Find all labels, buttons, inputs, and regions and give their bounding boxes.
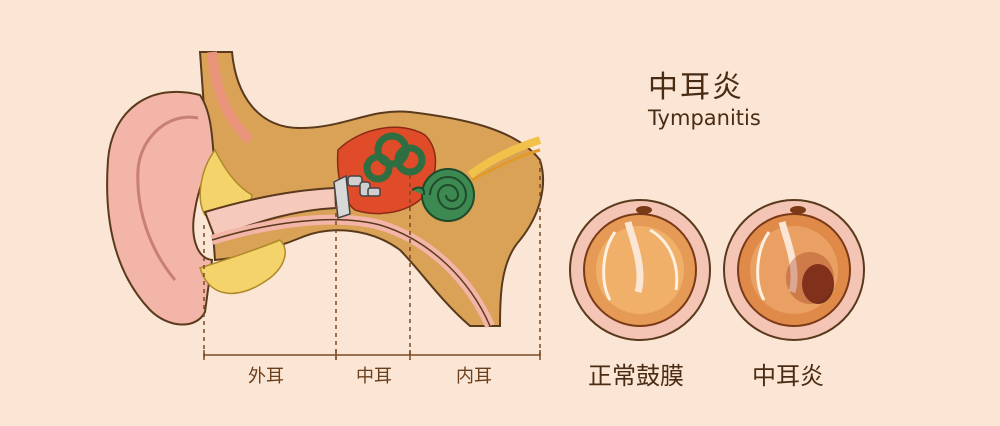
dimension-lines	[203, 160, 541, 360]
ear-cross-section	[106, 51, 544, 329]
caption-normal-eardrum: 正常鼓膜	[588, 362, 684, 390]
eardrum-otitis	[723, 199, 865, 341]
page-subtitle: Tympanitis	[648, 106, 761, 130]
cartilage-lower	[199, 239, 286, 295]
auditory-nerve	[467, 136, 542, 179]
vessel	[207, 51, 254, 144]
cochlea	[411, 168, 475, 222]
segment-label-inner-ear: 内耳	[456, 366, 492, 387]
ossicles	[347, 175, 381, 197]
canal-lining-outline	[211, 218, 491, 327]
caption-otitis-eardrum: 中耳炎	[752, 362, 824, 390]
eardrum-normal	[569, 199, 711, 341]
semicircular-canals	[363, 132, 426, 183]
page-title: 中耳炎	[648, 70, 744, 105]
segment-label-middle-ear: 中耳	[356, 366, 392, 387]
segment-label-outer-ear: 外耳	[248, 366, 284, 387]
auricle-inner-fold	[136, 115, 199, 281]
